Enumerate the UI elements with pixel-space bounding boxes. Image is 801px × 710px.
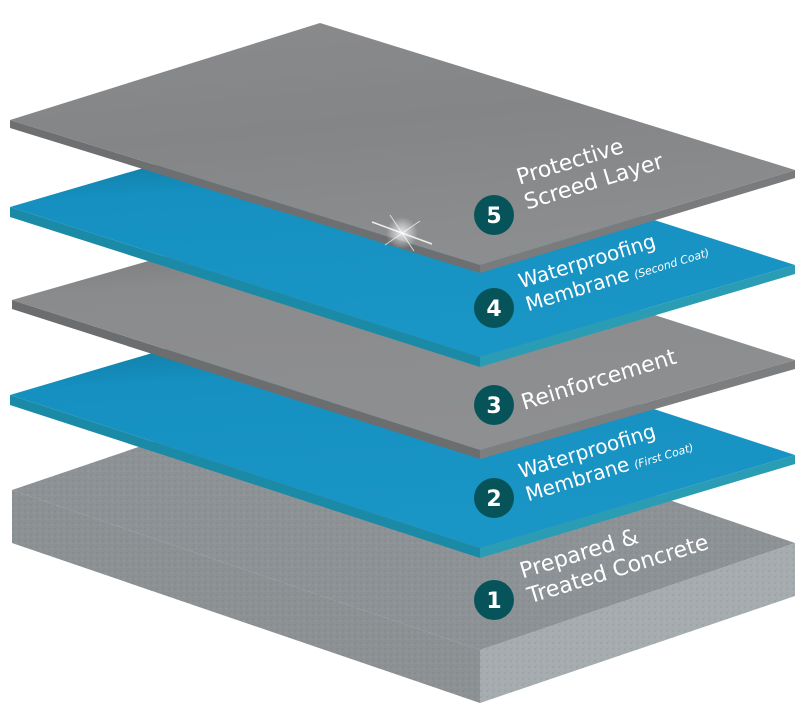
- layer-1-badge: [474, 580, 514, 620]
- layer-5-screed-slab: [10, 23, 795, 273]
- layer-4-right-side: [480, 265, 795, 367]
- sparkle-highlight: [371, 214, 433, 252]
- layer-3-left-side: [12, 300, 480, 459]
- layer-3-number: 3: [486, 394, 501, 419]
- layer-5-right-side: [480, 170, 795, 273]
- layer-2-badge: [474, 478, 514, 518]
- layer-2-left-side: [10, 395, 480, 558]
- layer-5-number: 5: [486, 204, 501, 229]
- layer-5-top: [10, 23, 795, 265]
- layer-3-badge: [474, 385, 514, 425]
- layer-2-right-side: [480, 455, 795, 558]
- layer-4-badge: [474, 288, 514, 328]
- layer-3-right-side: [480, 360, 795, 459]
- layer-1-number: 1: [486, 589, 501, 614]
- layer-5-left-side: [10, 120, 480, 273]
- layer-4-left-side: [10, 207, 480, 367]
- layer-4-number: 4: [486, 297, 501, 322]
- layer-5-badge: [474, 195, 514, 235]
- layer-2-number: 2: [486, 487, 501, 512]
